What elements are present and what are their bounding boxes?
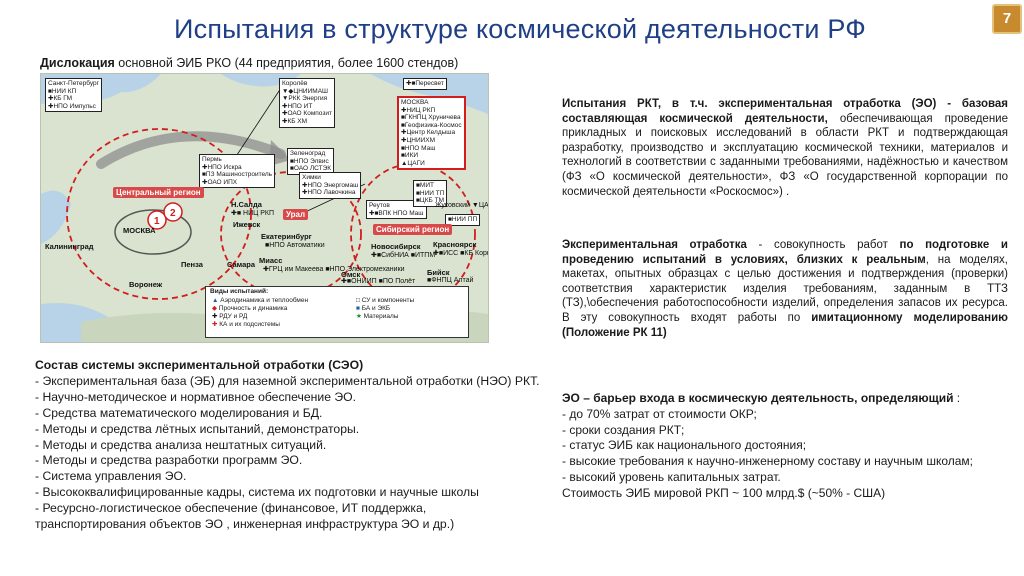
page-number-badge: 7 [992,4,1022,34]
filled-square-icon: ■ [356,305,360,312]
svg-text:1: 1 [154,216,160,227]
eo-bold-2: по подготовке и проведению испытаний в у… [562,239,1008,266]
city-samara: Самара [227,260,256,269]
region-ural: Урал [283,209,309,220]
city-voronezh: Воронеж [129,280,163,289]
legend-title: Виды испытаний: [210,288,269,295]
diamond-icon: ◆ [212,305,217,312]
city-omsk: Омск [341,270,361,279]
legend-item-engines: ✚ РДУ и РД [212,313,248,320]
box-zelenograd: Зеленоград ■НПО Элвис ■ОАО ЛСТЭК [287,148,335,175]
eo-text-2: , на моделях, макетах, опытных образцах … [562,253,1008,324]
eo-barrier-item: - сроки создания РКТ; [562,422,685,437]
eo-definition: Экспериментальная отработка - совокупнос… [562,238,1008,340]
label-biysk: ■ФНПЦ Алтай [427,277,474,284]
testing-definition-bold: Испытания РКТ, в т.ч. экспериментальная … [562,98,1008,125]
eo-barrier-item: - до 70% затрат от стоимости ОКР; [562,406,757,421]
city-penza: Пенза [181,260,203,269]
box-khimki: Химки ✚НПО Энергомаш ✚НПО Лавочкина [299,172,362,199]
eo-barrier-heading: ЭО – барьер входа в космическую деятельн… [562,391,961,405]
seo-item: - Методы и средства лётных испытаний, де… [35,421,360,436]
legend-item-control: □ СУ и компоненты [356,297,415,304]
square-icon: □ [356,297,360,304]
box-moscow-city: МОСКВА ✚НИЦ РКП ■ГКНПЦ Хруничева ■Геофиз… [397,96,466,171]
legend-item-aero: ▲ Аэродинамика и теплообмен [212,297,309,304]
seo-item: - Ресурсно-логистическое обеспечение (фи… [35,501,455,532]
seo-item: - Средства математического моделирования… [35,405,323,420]
box-peresvet: ✚■Пересвет [403,78,447,90]
eo-text-1: - совокупность работ [746,239,900,251]
seo-composition: Состав системы экспериментальной отработ… [35,358,540,533]
subtitle-bold: Дислокация [40,56,115,70]
seo-heading: Состав системы экспериментальной отработ… [35,358,364,372]
eo-cost-line: Стоимость ЭИБ мировой РКП ~ 100 млрд.$ (… [562,485,886,500]
city-kaliningrad: Калининград [45,242,94,251]
seo-item: - Экспериментальная база (ЭБ) для наземн… [35,373,540,388]
subtitle-rest: основной ЭИБ РКО (44 предприятия, более … [114,56,459,70]
eo-term: Экспериментальная отработка [562,239,747,251]
region-central: Центральный регион [113,187,204,198]
label-ekaterinburg: ■НПО Автоматики [265,242,325,249]
box-perm: Пермь ✚НПО Искра ■ПЗ Машиностроитель ✚ОА… [199,154,276,189]
legend-item-strength: ◆ Прочность и динамика [212,305,288,312]
cross-icon: ✚ [212,313,218,320]
legend-item-materials: ★ Материалы [356,313,399,320]
box-saint-petersburg: Санкт-Петербург ■НИИ КП ✚КБ ГМ ✚НПО Импу… [45,78,102,113]
eo-barrier-item: - высокие требования к научно-инженерном… [562,454,974,469]
city-miass: Миасс [259,256,283,265]
label-krasnoyarsk: ✚■ИСС ■КБ Корпус [433,250,488,257]
region-siberian: Сибирский регион [373,224,453,235]
city-krasnoyarsk: Красноярск [433,240,477,249]
triangle-icon: ▲ [212,297,219,304]
testing-definition-text: обеспечивающая проведение прикладных и п… [562,112,1008,198]
plus-icon: ✚ [212,321,218,328]
eo-barrier: ЭО – барьер входа в космическую деятельн… [562,391,1008,502]
city-novosibirsk: Новосибирск [371,242,421,251]
seo-item: - Система управления ЭО. [35,469,187,484]
eo-barrier-item: - статус ЭИБ как национального достояния… [562,438,807,453]
legend-item-electronics: ■ БА и ЭКБ [356,305,391,312]
eo-barrier-item: - высокий уровень капитальных затрат. [562,469,781,484]
seo-item: - Методы и средства анализа нештатных си… [35,437,327,452]
seo-item: - Научно-методическое и нормативное обес… [35,389,356,404]
testing-definition: Испытания РКТ, в т.ч. экспериментальная … [562,97,1008,199]
city-ekaterinburg: Екатеринбург [261,232,312,241]
label-zhukovsky: Жуковский ▼ЦАГИ [435,202,489,209]
star-icon: ★ [356,313,362,320]
map-subtitle: Дислокация основной ЭИБ РКО (44 предприя… [40,56,458,70]
box-mit: ■МИТ ■НИИ ТП ■ЦКБ ТМ [413,180,448,207]
city-izhevsk: Ижевск [233,220,261,229]
city-n-salda: Н.Салда [231,200,262,209]
label-miass: ✚ГРЦ им Макеева ■НПО Электромеханики [263,266,405,273]
map-legend: Виды испытаний: ▲ Аэродинамика и теплооб… [205,286,469,338]
box-reutov: Реутов ✚■ВПК НПО Маш [366,200,427,220]
russia-map: 1 2 Санкт-Петербург ■НИИ КП ✚КБ ГМ ✚НПО … [40,73,489,343]
legend-item-spacecraft: ✚ КА и их подсистемы [212,321,280,328]
seo-item: - Методы и средства разработки программ … [35,453,303,468]
label-n-salda: ✚■ НИЦ РКП [231,210,275,217]
svg-text:2: 2 [170,208,176,219]
box-moscow-region: Королёв ▼◆ЦНИИМАШ ▼РКК Энергия ✚НПО ИТ ✚… [279,78,335,128]
city-moscow: МОСКВА [123,226,156,235]
city-biysk: Бийск [427,268,450,277]
page-title: Испытания в структуре космической деятел… [174,14,866,44]
label-novosibirsk: ✚■СибНИА ■ИТПМ [371,252,436,259]
box-tomsk: ■НИИ ПП [445,214,481,226]
eo-bold-3: имитационному моделированию (Положение Р… [562,311,1008,339]
label-omsk: ✚■ОНИИП ■ПО Полёт [341,278,416,285]
seo-item: - Высококвалифицированные кадры, система… [35,485,479,500]
